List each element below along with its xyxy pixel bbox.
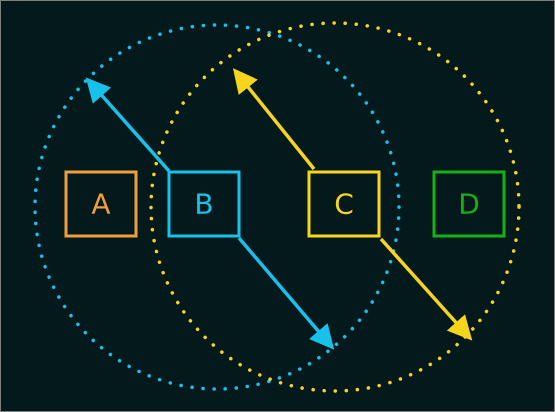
node-d-box: [432, 170, 506, 238]
node-d: D: [432, 170, 506, 238]
node-c-label: C: [334, 188, 354, 221]
node-a: A: [64, 170, 138, 238]
node-c: C: [307, 170, 381, 238]
arrow-c-up-left: [232, 68, 316, 171]
arrow-b-up-left: [85, 77, 171, 173]
range-circle-c: [149, 21, 521, 393]
arrow-c-down-right: [379, 237, 473, 341]
node-c-box: [307, 170, 381, 238]
arrow-b-down-right: [237, 236, 335, 350]
range-circle-b: [33, 23, 401, 391]
node-a-box: [64, 170, 138, 238]
node-d-label: D: [458, 188, 480, 221]
node-a-label: A: [91, 188, 110, 221]
node-b-box: [167, 170, 241, 238]
node-b-label: B: [194, 188, 213, 221]
node-b: B: [167, 170, 241, 238]
